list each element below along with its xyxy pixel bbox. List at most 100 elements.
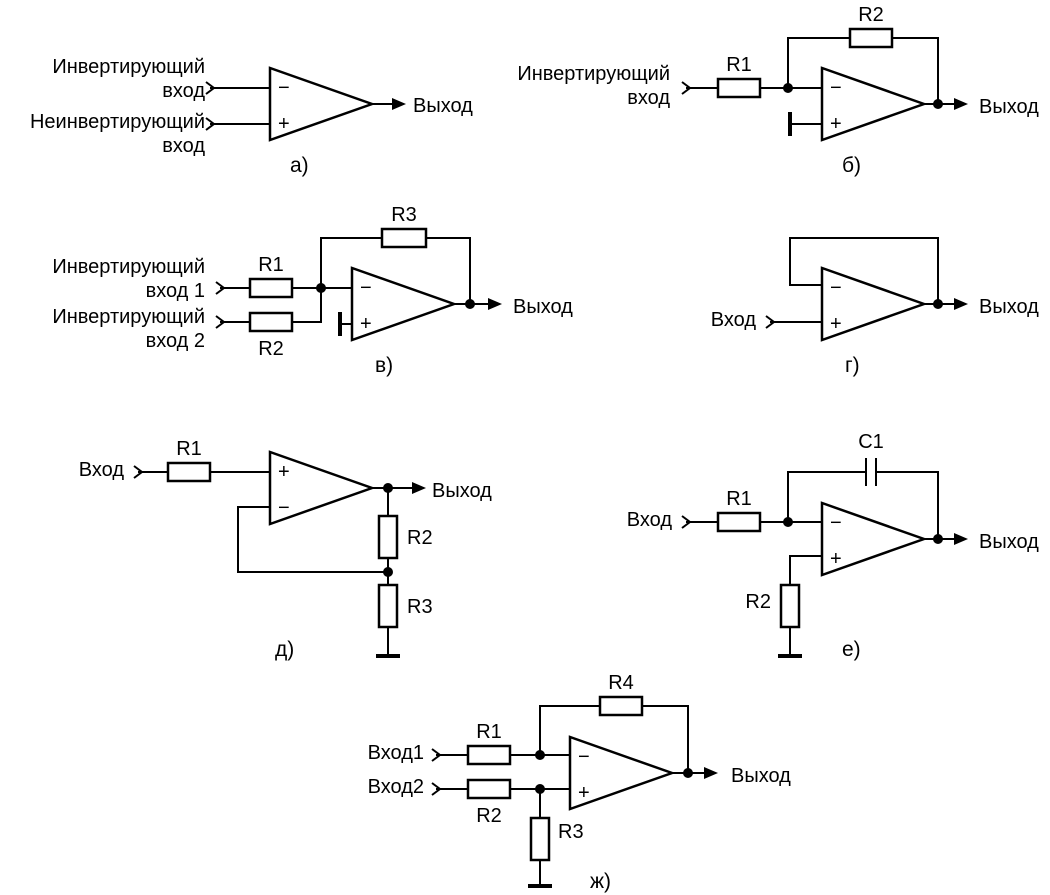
circuit-zh: − + Вход1 Вход2 R1 R2 R3 R4 Выход ж) (368, 672, 792, 893)
junction-dot (383, 567, 393, 577)
wire (787, 37, 850, 88)
opamp-d (268, 450, 376, 526)
circuit-d: + − Вход R1 R2 R3 Выход д) (79, 438, 492, 661)
label-inverting-input: Инвертирующий (52, 56, 205, 78)
label-r2: R2 (476, 805, 502, 827)
caption-a: а) (290, 154, 309, 177)
opamp-a-plus: + (278, 113, 290, 135)
label-r3: R3 (558, 821, 584, 843)
resistor-r1 (716, 77, 762, 99)
caption-e: е) (842, 638, 861, 661)
resistor-r3 (529, 816, 551, 862)
resistor-r2 (466, 778, 512, 800)
junction-dot (316, 283, 326, 293)
opamp-v (350, 266, 458, 342)
label-input2: Вход2 (368, 776, 424, 798)
label-r1: R1 (176, 438, 202, 460)
wire (789, 555, 822, 585)
opamp-a-minus: − (278, 77, 290, 99)
junction-dot (535, 750, 545, 760)
label-input: Вход (711, 309, 757, 331)
caption-d: д) (275, 638, 294, 661)
circuit-e: − + Вход R1 C1 R2 Выход е) (627, 431, 1039, 661)
label-inverting-input-2: Инвертирующий (52, 306, 205, 328)
opamp-e-plus: + (830, 548, 842, 570)
label-r2: R2 (745, 591, 771, 613)
opamp-d-plus: + (278, 461, 290, 483)
junction-dot (783, 83, 793, 93)
wire (892, 37, 939, 104)
opamp-v-plus: + (360, 313, 372, 335)
label-r1: R1 (726, 488, 752, 510)
wire (789, 237, 939, 304)
label-input: вход (162, 135, 205, 157)
label-inverting-input: Инвертирующий (517, 63, 670, 85)
wire (876, 471, 939, 539)
label-input-1: вход 1 (146, 280, 205, 302)
opamp-d-minus: − (278, 497, 290, 519)
resistor-r3 (377, 583, 399, 629)
resistor-r2 (248, 311, 294, 333)
output-arrow (392, 98, 406, 110)
resistor-r2 (848, 27, 894, 49)
input-chevron (205, 81, 216, 95)
circuit-v: − + Инвертирующий вход 1 Инвертирующий в… (52, 204, 573, 377)
label-input: вход (162, 80, 205, 102)
label-r4: R4 (608, 672, 634, 694)
opamp-g-minus: − (830, 277, 842, 299)
opamp-b-minus: − (830, 77, 842, 99)
output-arrow (412, 482, 426, 494)
resistor-r1 (466, 744, 512, 766)
label-input: Вход (79, 459, 125, 481)
wire (787, 471, 866, 522)
opamp-b (820, 66, 928, 142)
junction-dot (933, 99, 943, 109)
label-output: Выход (979, 531, 1039, 553)
junction-dot (465, 299, 475, 309)
wire (237, 506, 388, 573)
resistor-r2 (377, 514, 399, 560)
resistor-r3 (380, 227, 428, 249)
opamp-v-minus: − (360, 277, 372, 299)
label-input: вход (627, 87, 670, 109)
output-arrow (954, 98, 968, 110)
opamp-e (820, 501, 928, 577)
label-output: Выход (979, 296, 1039, 318)
opamp-g-plus: + (830, 313, 842, 335)
junction-dot (933, 299, 943, 309)
resistor-r1 (166, 461, 212, 483)
input-chevron (205, 117, 216, 131)
label-output: Выход (432, 480, 492, 502)
wire (426, 237, 471, 304)
junction-dot (783, 517, 793, 527)
label-r1: R1 (726, 54, 752, 76)
wire (320, 237, 382, 288)
circuit-g: − + Вход Выход г) (711, 237, 1039, 377)
output-arrow (704, 767, 718, 779)
caption-g: г) (845, 354, 860, 377)
label-input-2: вход 2 (146, 330, 205, 352)
label-c1: C1 (858, 431, 884, 453)
wire (292, 288, 322, 323)
resistor-r1 (248, 277, 294, 299)
wire (642, 705, 689, 773)
label-noninverting-input: Неинвертирующий (30, 111, 205, 133)
label-r2: R2 (258, 338, 284, 360)
opamp-zh-minus: − (578, 746, 590, 768)
resistor-r4 (598, 695, 644, 717)
label-r1: R1 (258, 254, 284, 276)
wire (539, 705, 600, 755)
opamp-e-minus: − (830, 512, 842, 534)
opamp-b-plus: + (830, 113, 842, 135)
label-r2: R2 (407, 527, 433, 549)
label-inverting-input-1: Инвертирующий (52, 256, 205, 278)
output-arrow (954, 533, 968, 545)
output-arrow (954, 298, 968, 310)
label-output: Выход (413, 95, 473, 117)
opamp-a (268, 66, 376, 142)
caption-b: б) (842, 154, 861, 177)
output-arrow (488, 298, 502, 310)
label-input1: Вход1 (368, 742, 424, 764)
